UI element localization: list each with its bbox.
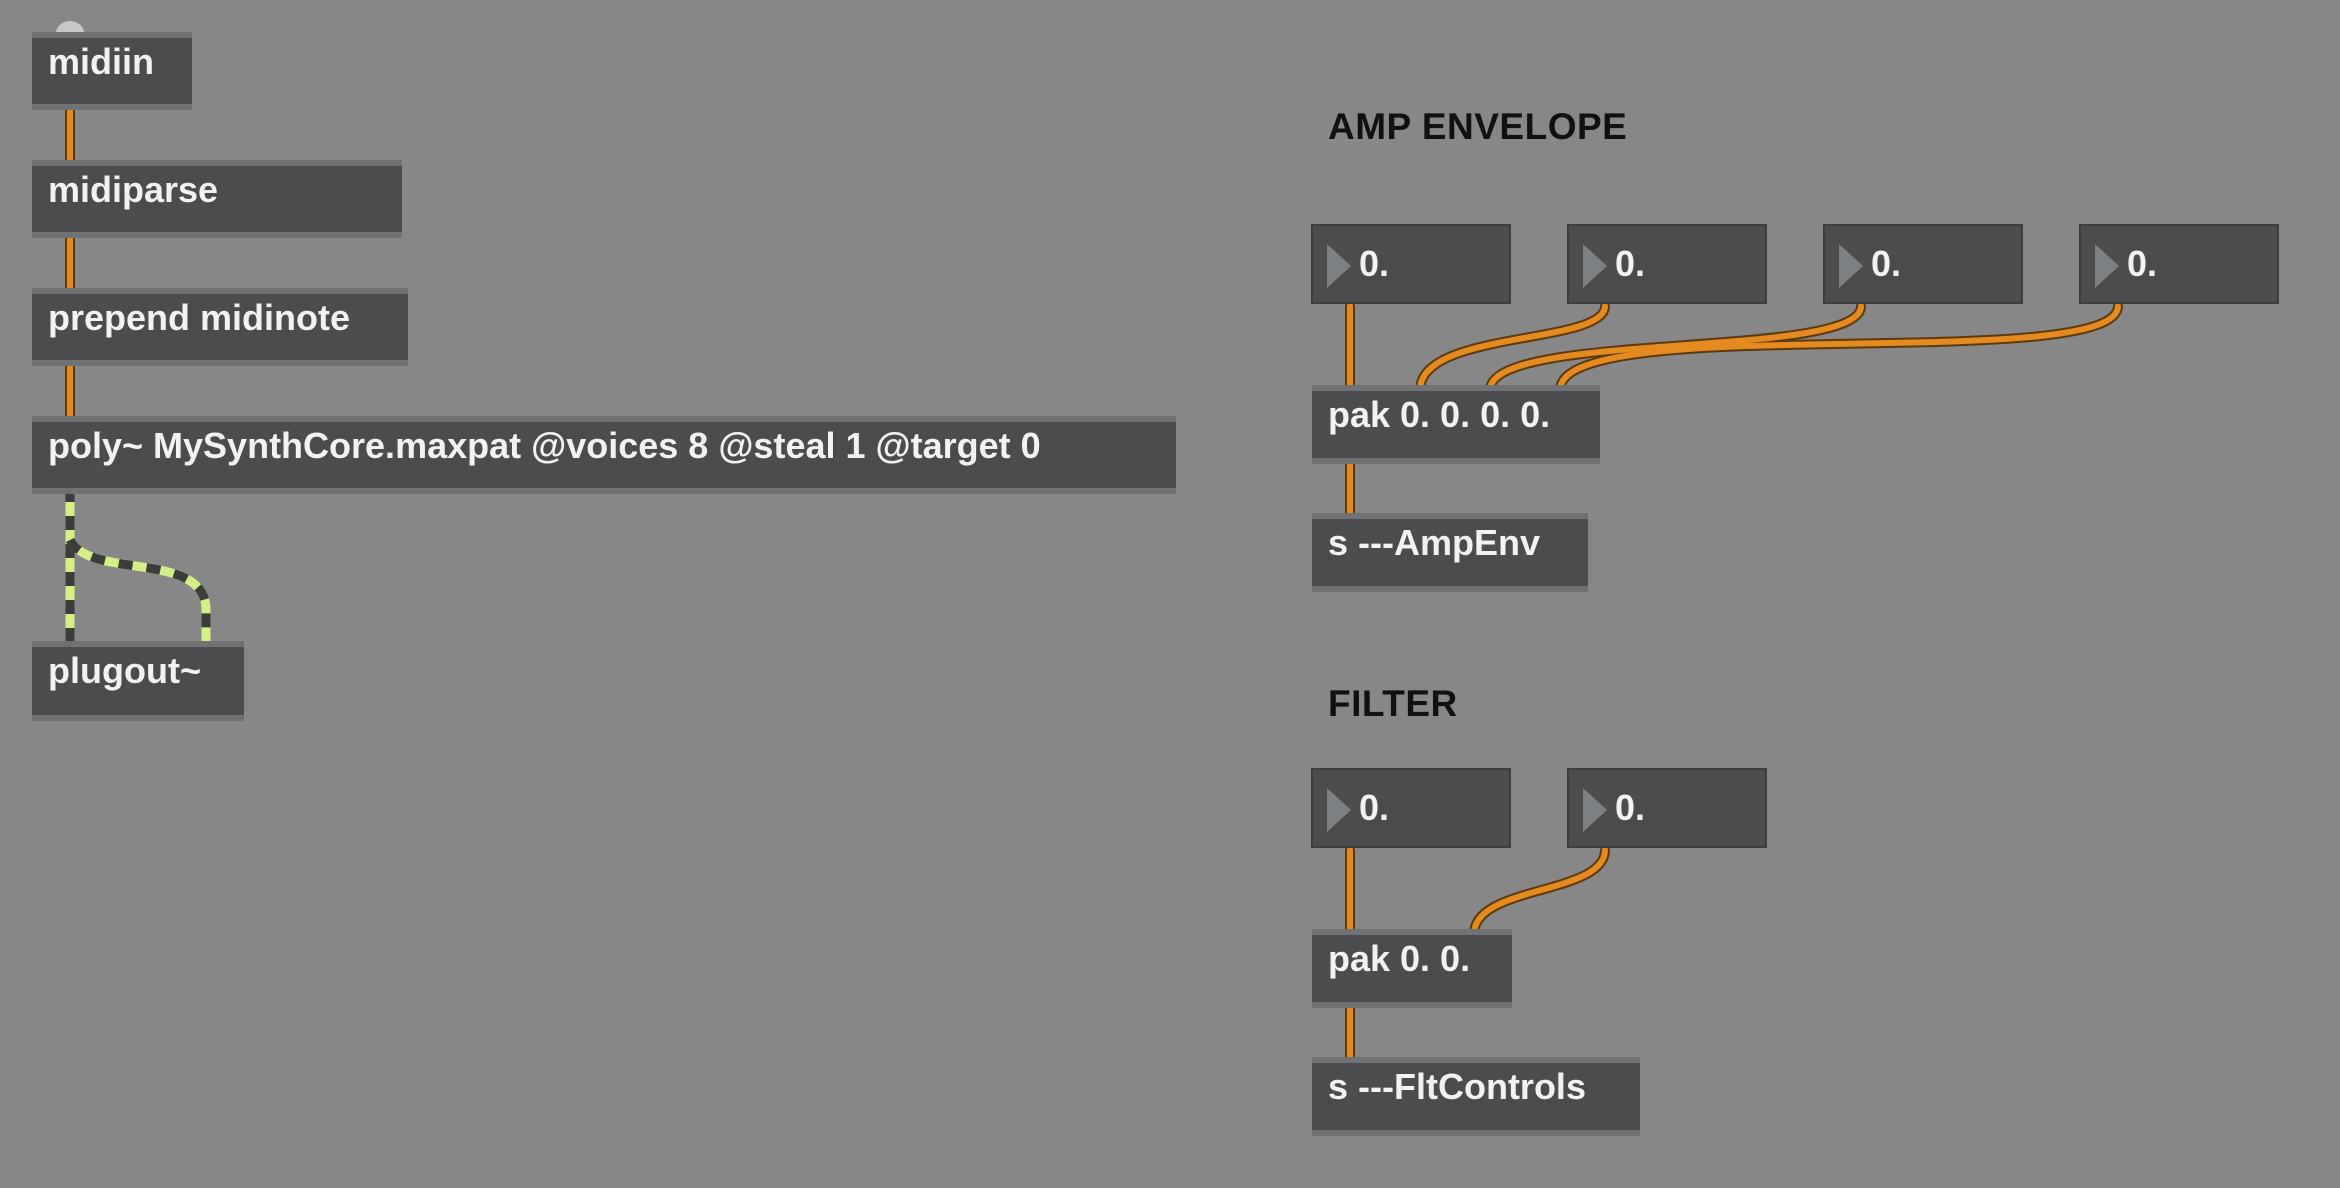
control-cords bbox=[65, 99, 2123, 1067]
filter-number-value-2: 0. bbox=[1615, 787, 1646, 828]
number-triangle-icon bbox=[1839, 244, 1863, 288]
pak-amp-object[interactable]: pak 0. 0. 0. 0. bbox=[1312, 385, 1600, 464]
filter-comment: FILTER bbox=[1328, 683, 1458, 724]
send-ampenv-object[interactable]: s ---AmpEnv bbox=[1312, 513, 1588, 592]
filter-number-value-1: 0. bbox=[1359, 787, 1390, 828]
number-triangle-icon bbox=[2095, 244, 2119, 288]
midiin-inlet bbox=[56, 21, 84, 33]
number-triangle-icon bbox=[1583, 788, 1607, 832]
signal-cords bbox=[65, 488, 211, 648]
send-fltcontrols-object[interactable]: s ---FltControls bbox=[1312, 1057, 1640, 1136]
amp-number-box-4[interactable]: 0. bbox=[2079, 224, 2279, 304]
amp-number-value-2: 0. bbox=[1615, 243, 1646, 284]
prepend-midinote-object[interactable]: prepend midinote bbox=[32, 288, 408, 366]
amp-envelope-comment: AMP ENVELOPE bbox=[1328, 106, 1628, 147]
amp-number-value-4: 0. bbox=[2127, 243, 2158, 284]
number-triangle-icon bbox=[1327, 788, 1351, 832]
amp-number-box-3[interactable]: 0. bbox=[1823, 224, 2023, 304]
filter-number-box-1[interactable]: 0. bbox=[1311, 768, 1511, 848]
midiparse-object[interactable]: midiparse bbox=[32, 160, 402, 238]
amp-number-value-1: 0. bbox=[1359, 243, 1390, 284]
midiin-object[interactable]: midiin bbox=[32, 32, 192, 110]
poly-object[interactable]: poly~ MySynthCore.maxpat @voices 8 @stea… bbox=[32, 416, 1176, 494]
number-triangle-icon bbox=[1583, 244, 1607, 288]
pak-filter-object[interactable]: pak 0. 0. bbox=[1312, 929, 1512, 1008]
filter-number-box-2[interactable]: 0. bbox=[1567, 768, 1767, 848]
amp-number-box-1[interactable]: 0. bbox=[1311, 224, 1511, 304]
amp-number-box-2[interactable]: 0. bbox=[1567, 224, 1767, 304]
plugout-object[interactable]: plugout~ bbox=[32, 641, 244, 721]
number-triangle-icon bbox=[1327, 244, 1351, 288]
amp-number-value-3: 0. bbox=[1871, 243, 1902, 284]
